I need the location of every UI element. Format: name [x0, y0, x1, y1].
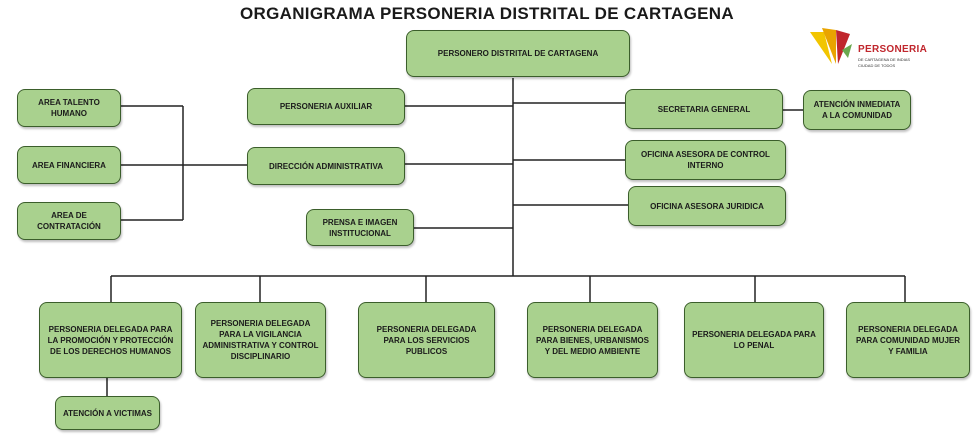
box-label: AREA FINANCIERA — [32, 160, 106, 170]
logo-tagline: CIUDAD DE TODOS — [858, 63, 896, 68]
logo-name: PERSONERIA — [858, 44, 928, 55]
box-area-talento-humano: AREA TALENTO HUMANO — [17, 89, 121, 127]
box-label: PERSONERIA DELEGADA PARA COMUNIDAD MUJER… — [856, 324, 960, 356]
chart-title: ORGANIGRAMA PERSONERIA DISTRITAL DE CART… — [240, 4, 734, 23]
box-label: PERSONERIA DELEGADA PARA LO PENAL — [692, 330, 816, 350]
box-control-interno: OFICINA ASESORA DE CONTROL INTERNO — [625, 140, 786, 180]
box-delegada-comunidad-mujer-familia: PERSONERIA DELEGADA PARA COMUNIDAD MUJER… — [846, 302, 970, 378]
box-personeria-auxiliar: PERSONERIA AUXILIAR — [247, 88, 405, 125]
box-label: DIRECCIÓN ADMINISTRATIVA — [268, 161, 384, 171]
box-label: OFICINA ASESORA JURIDICA — [650, 201, 764, 211]
box-oficina-juridica: OFICINA ASESORA JURIDICA — [628, 186, 786, 226]
personeria-logo: PERSONERIA DE CARTAGENA DE INDIAS CIUDAD… — [806, 24, 936, 74]
box-label: ATENCIÓN A VICTIMAS — [62, 408, 153, 418]
box-label: PERSONERIA DELEGADA PARA LA VIGILANCIA A… — [202, 319, 319, 361]
box-direccion-administrativa: DIRECCIÓN ADMINISTRATIVA — [247, 147, 405, 185]
box-delegada-medio-ambiente: PERSONERIA DELEGADA PARA BIENES, URBANIS… — [527, 302, 658, 378]
box-label: OFICINA ASESORA DE CONTROL INTERNO — [641, 150, 770, 170]
box-label: PERSONERIA DELEGADA PARA BIENES, URBANIS… — [536, 324, 649, 356]
box-delegada-vigilancia: PERSONERIA DELEGADA PARA LA VIGILANCIA A… — [195, 302, 326, 378]
box-personero-distrital: PERSONERO DISTRITAL DE CARTAGENA — [406, 30, 630, 77]
box-label: SECRETARIA GENERAL — [657, 104, 751, 114]
logo-emblem-icon — [810, 28, 852, 64]
box-atencion-comunidad: ATENCIÓN INMEDIATA A LA COMUNIDAD — [803, 90, 911, 130]
box-delegada-derechos-humanos: PERSONERIA DELEGADA PARA LA PROMOCIÓN Y … — [39, 302, 182, 378]
box-label: AREA TALENTO HUMANO — [38, 98, 100, 118]
box-label: PERSONERIA DELEGADA PARA LA PROMOCIÓN Y … — [47, 324, 174, 356]
box-label: ATENCIÓN INMEDIATA A LA COMUNIDAD — [813, 100, 901, 120]
box-label: AREA DE CONTRATACIÓN — [37, 211, 101, 231]
logo-subtitle: DE CARTAGENA DE INDIAS — [858, 57, 911, 62]
box-delegada-penal: PERSONERIA DELEGADA PARA LO PENAL — [684, 302, 824, 378]
box-label: PERSONERIA AUXILIAR — [279, 102, 373, 111]
box-atencion-victimas: ATENCIÓN A VICTIMAS — [55, 396, 160, 430]
box-label: PRENSA E IMAGEN INSTITUCIONAL — [322, 217, 398, 238]
box-area-financiera: AREA FINANCIERA — [17, 146, 121, 184]
box-area-contratacion: AREA DE CONTRATACIÓN — [17, 202, 121, 240]
box-label: PERSONERIA DELEGADA PARA LOS SERVICIOS P… — [376, 324, 477, 356]
box-secretaria-general: SECRETARIA GENERAL — [625, 89, 783, 129]
box-delegada-servicios-publicos: PERSONERIA DELEGADA PARA LOS SERVICIOS P… — [358, 302, 495, 378]
box-label: PERSONERO DISTRITAL DE CARTAGENA — [437, 49, 599, 58]
box-prensa-imagen: PRENSA E IMAGEN INSTITUCIONAL — [306, 209, 414, 246]
